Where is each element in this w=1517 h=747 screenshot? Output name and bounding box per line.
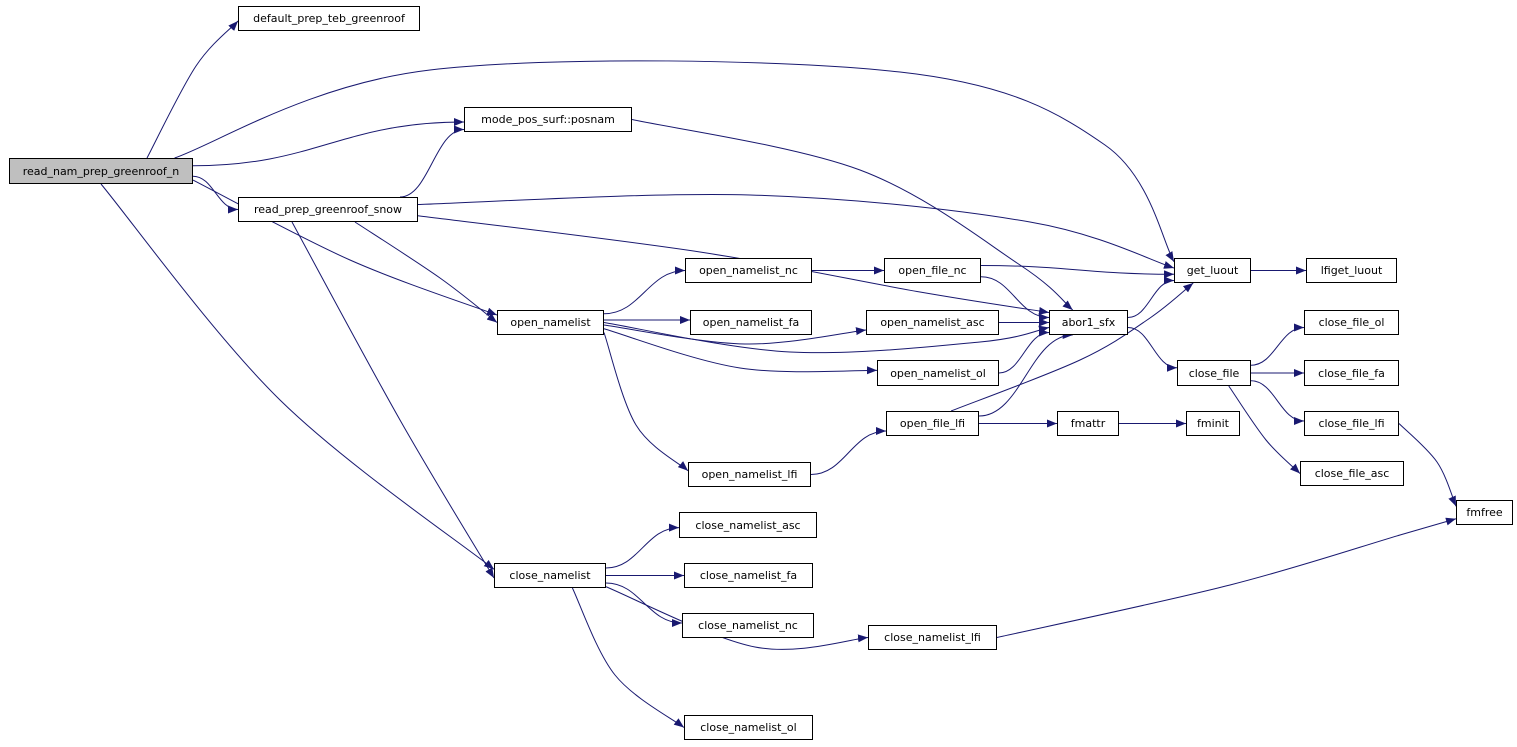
node-rpgs[interactable]: read_prep_greenroof_snow bbox=[238, 197, 418, 222]
edge-rpgs-to-luout bbox=[417, 194, 1175, 269]
edge-onl-to-onl-lfi bbox=[603, 332, 689, 472]
edge-onl-to-onl-asc bbox=[603, 324, 867, 345]
edge-rpgs-to-cnl bbox=[291, 221, 495, 579]
node-abor1[interactable]: abor1_sfx bbox=[1049, 310, 1128, 335]
node-root[interactable]: read_nam_prep_greenroof_n bbox=[9, 158, 193, 184]
node-dptg[interactable]: default_prep_teb_greenroof bbox=[238, 6, 420, 31]
node-fmfree[interactable]: fmfree bbox=[1456, 500, 1513, 525]
edge-cfile-to-cf-ol bbox=[1250, 323, 1305, 366]
node-onl-ol[interactable]: open_namelist_ol bbox=[877, 360, 999, 386]
edge-ofile-lfi-to-abor1 bbox=[978, 331, 1073, 417]
node-cf-fa[interactable]: close_file_fa bbox=[1304, 360, 1399, 386]
node-fmattr[interactable]: fmattr bbox=[1057, 411, 1119, 436]
edge-onl-to-abor1 bbox=[603, 322, 1050, 354]
node-onl-asc[interactable]: open_namelist_asc bbox=[866, 310, 999, 335]
edge-root-to-onl bbox=[192, 179, 498, 316]
node-cnl-ol[interactable]: close_namelist_ol bbox=[684, 715, 813, 740]
edge-ofile-lfi-to-luout bbox=[950, 282, 1194, 412]
node-luout[interactable]: get_luout bbox=[1174, 258, 1251, 283]
edge-cfile-to-cf-lfi bbox=[1250, 380, 1305, 425]
edge-cf-lfi-to-fmfree bbox=[1398, 423, 1457, 507]
node-cfile[interactable]: close_file bbox=[1177, 360, 1251, 386]
node-cnl-lfi[interactable]: close_namelist_lfi bbox=[868, 625, 997, 650]
node-ofile-nc[interactable]: open_file_nc bbox=[884, 258, 981, 283]
edge-root-to-posnam bbox=[192, 118, 465, 167]
node-cf-lfi[interactable]: close_file_lfi bbox=[1304, 411, 1399, 436]
edge-root-to-dptg bbox=[146, 20, 239, 159]
node-cnl-asc[interactable]: close_namelist_asc bbox=[679, 512, 817, 538]
node-onl-nc[interactable]: open_namelist_nc bbox=[685, 258, 812, 283]
node-lfiget[interactable]: lfiget_luout bbox=[1306, 258, 1397, 283]
edge-cnl-to-cnl-asc bbox=[605, 523, 680, 569]
node-fminit[interactable]: fminit bbox=[1186, 411, 1240, 436]
node-posnam[interactable]: mode_pos_surf::posnam bbox=[464, 107, 632, 132]
edge-onl-ol-to-abor1 bbox=[998, 328, 1050, 374]
node-onl-fa[interactable]: open_namelist_fa bbox=[690, 310, 812, 335]
node-cnl[interactable]: close_namelist bbox=[494, 563, 606, 588]
edge-onl-to-onl-nc bbox=[603, 266, 686, 315]
edge-cnl-to-cnl-ol bbox=[571, 587, 685, 728]
edge-ofile-nc-to-luout bbox=[980, 265, 1175, 279]
edge-root-to-rpgs bbox=[192, 175, 239, 214]
edge-cnl-to-cnl-nc bbox=[605, 582, 683, 627]
node-ofile-lfi[interactable]: open_file_lfi bbox=[886, 411, 979, 436]
node-cf-asc[interactable]: close_file_asc bbox=[1300, 461, 1404, 486]
edge-abor1-to-luout bbox=[1127, 276, 1175, 318]
edge-rpgs-to-onl bbox=[354, 221, 498, 323]
edge-cnl-to-cnl-lfi bbox=[605, 586, 869, 650]
node-cf-ol[interactable]: close_file_ol bbox=[1304, 310, 1399, 335]
edge-cnl-lfi-to-fmfree bbox=[996, 517, 1457, 638]
node-onl-lfi[interactable]: open_namelist_lfi bbox=[688, 462, 811, 487]
node-cnl-nc[interactable]: close_namelist_nc bbox=[682, 613, 814, 638]
edge-onl-lfi-to-ofile-lfi bbox=[810, 427, 887, 475]
node-cnl-fa[interactable]: close_namelist_fa bbox=[684, 563, 813, 588]
edge-onl-to-onl-ol bbox=[603, 328, 878, 375]
node-onl[interactable]: open_namelist bbox=[497, 310, 604, 335]
edge-cfile-to-cf-asc bbox=[1228, 385, 1301, 474]
edge-root-to-cnl bbox=[100, 183, 495, 570]
edge-posnam-to-abor1 bbox=[631, 119, 1074, 311]
edge-ofile-nc-to-abor1 bbox=[980, 276, 1050, 322]
edge-abor1-to-cfile bbox=[1127, 327, 1178, 372]
edge-root-to-luout bbox=[174, 60, 1175, 263]
edge-rpgs-to-posnam bbox=[399, 125, 465, 198]
